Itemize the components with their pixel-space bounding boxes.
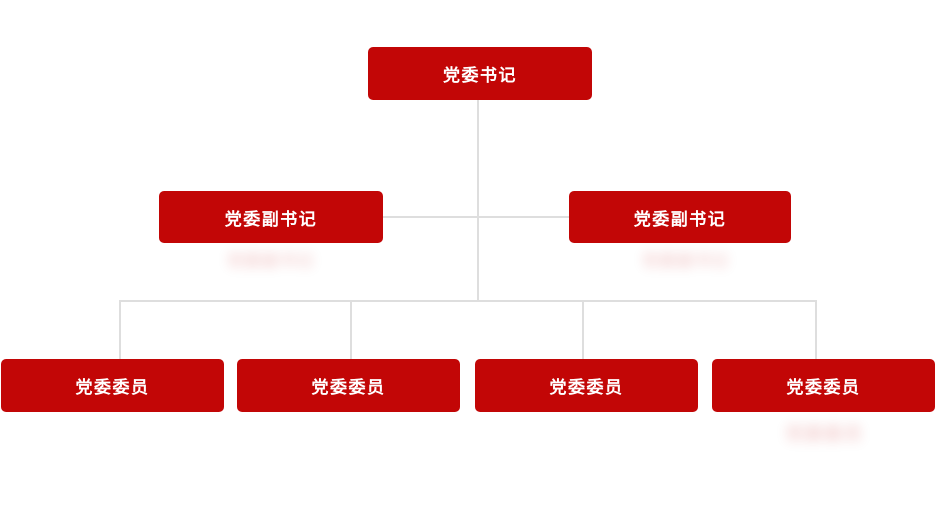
connector-member-1-drop (119, 300, 121, 359)
connector-member-4-drop (815, 300, 817, 359)
ghost-shadow-deputy-2: 党委副书记 (642, 253, 730, 270)
ghost-shadow-deputy-1: 党委副书记 (227, 253, 315, 270)
connector-trunk-vertical (477, 100, 479, 301)
org-node-deputy-secretary-1: 党委副书记 (159, 191, 383, 243)
connector-members-horizontal (119, 300, 817, 302)
org-node-deputy-secretary-1-label: 党委副书记 (224, 209, 318, 229)
org-node-party-secretary: 党委书记 (368, 47, 592, 100)
org-node-committee-member-4-label: 党委委员 (786, 378, 861, 397)
org-node-committee-member-3: 党委委员 (475, 359, 698, 412)
connector-deputies-horizontal (383, 216, 569, 218)
org-node-deputy-secretary-2-label: 党委副书记 (633, 209, 727, 229)
connector-member-3-drop (582, 300, 584, 359)
org-node-party-secretary-label: 党委书记 (443, 66, 517, 85)
org-node-committee-member-3-label: 党委委员 (549, 378, 624, 397)
ghost-shadow-member-4: 党委委员 (785, 424, 864, 444)
org-node-committee-member-1: 党委委员 (1, 359, 224, 412)
org-node-deputy-secretary-2: 党委副书记 (569, 191, 791, 243)
org-node-committee-member-2: 党委委员 (237, 359, 460, 412)
connector-member-2-drop (350, 300, 352, 359)
org-node-committee-member-2-label: 党委委员 (311, 378, 386, 397)
org-node-committee-member-4: 党委委员 (712, 359, 935, 412)
org-node-committee-member-1-label: 党委委员 (75, 378, 150, 397)
